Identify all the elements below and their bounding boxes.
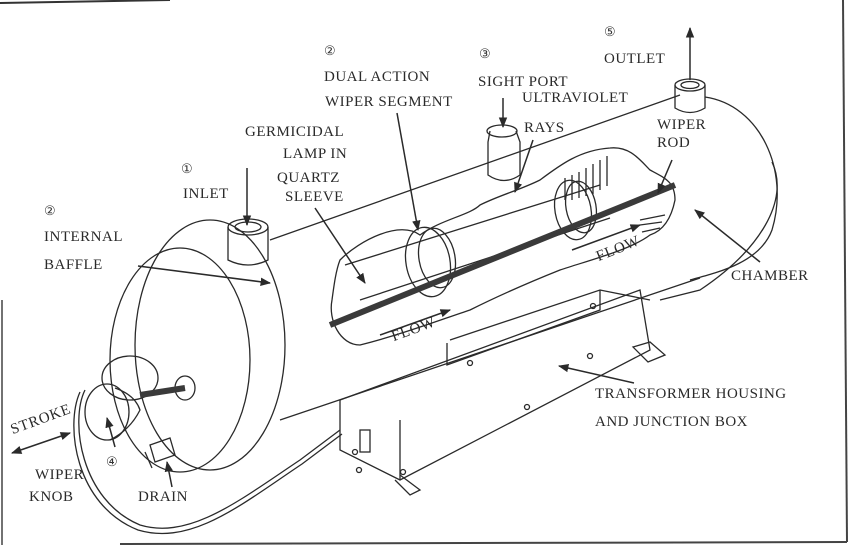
transformer-label-line1: TRANSFORMER HOUSING <box>595 386 787 402</box>
top-border <box>0 0 171 4</box>
power-cord <box>78 389 341 529</box>
quartz-sleeve <box>344 184 611 301</box>
wiper-knob <box>84 383 130 441</box>
ultraviolet-rays-label-line2: RAYS <box>524 120 565 136</box>
dual-action-wiper-label-line2: WIPER SEGMENT <box>325 94 453 110</box>
uv-rays-arrow <box>514 139 534 193</box>
mounting-foot-left <box>394 474 422 496</box>
transformer-arrow <box>557 363 635 384</box>
baffle-arrow <box>137 265 272 286</box>
sleeve-arrow <box>314 207 366 284</box>
germicidal-lamp-label-line2: LAMP IN <box>283 146 348 162</box>
flow-arrow-upper <box>571 224 641 251</box>
chamber-label: CHAMBER <box>731 268 809 284</box>
wiper-knob-label-line1: WIPER <box>35 467 85 483</box>
chamber-end-cap <box>689 96 778 281</box>
ultraviolet-rays-label-line1: ULTRAVIOLET <box>522 90 629 106</box>
wiper-segment-1 <box>404 226 452 298</box>
transformer-bracket <box>446 290 601 366</box>
stroke-arrow <box>11 432 71 454</box>
inlet-label: INLET <box>183 186 229 202</box>
germicidal-lamp-label-line1: GERMICIDAL <box>245 124 345 140</box>
outlet-pipe-body <box>674 85 706 114</box>
end-plate-inner <box>109 247 251 473</box>
internal-baffle-label-line2: BAFFLE <box>44 257 103 273</box>
wiper-rod-front <box>139 385 186 398</box>
flow-arrow-lower <box>379 309 451 336</box>
dual-action-wiper-label-line1: DUAL ACTION <box>324 69 431 85</box>
chamber-arrow <box>694 209 761 263</box>
wiper-rod-arrow <box>657 159 673 194</box>
end-plate-outer <box>134 219 286 471</box>
drain-fitting <box>144 437 176 469</box>
chamber-top-edge <box>269 94 681 241</box>
cutaway-ribs <box>564 156 666 233</box>
internal-baffle-label-line1: INTERNAL <box>44 229 123 245</box>
wiper-knob-label-line2: KNOB <box>29 489 74 505</box>
transformer-housing <box>339 289 651 481</box>
drain-arrow <box>164 460 173 488</box>
dual-action-wiper-number: ② <box>324 43 336 58</box>
wiper-rod-label-line2: ROD <box>657 135 691 151</box>
germicidal-lamp-label-line4: SLEEVE <box>285 189 344 205</box>
wiper-segment-arrow <box>396 112 421 232</box>
wiper-segment-2 <box>553 179 593 241</box>
outlet-number: ⑤ <box>604 24 616 39</box>
chamber-end-cap-outer <box>659 161 778 301</box>
inlet-pipe-body <box>227 227 269 266</box>
inlet-number: ① <box>181 161 193 176</box>
outlet-pipe-top <box>674 78 706 92</box>
outlet-label: OUTLET <box>604 51 666 67</box>
cutaway-window <box>330 147 676 346</box>
germicidal-lamp-label-line3: QUARTZ <box>277 170 340 186</box>
wiper-rod <box>328 182 677 328</box>
bottom-border <box>119 541 848 545</box>
right-border <box>842 0 848 543</box>
sight-port-top <box>486 124 518 138</box>
internal-baffle-number: ② <box>44 203 56 218</box>
sight-port-number: ③ <box>479 46 491 61</box>
junction-switch <box>359 429 371 453</box>
wiper-knob-number: ④ <box>106 454 118 469</box>
transformer-label-line2: AND JUNCTION BOX <box>595 414 748 430</box>
wiper-knob-arrow <box>105 416 116 448</box>
wiper-rod-label-line1: WIPER <box>657 117 707 133</box>
sight-port-label: SIGHT PORT <box>478 74 569 90</box>
wiper-motor <box>101 355 159 401</box>
mounting-foot-right <box>631 341 667 363</box>
drain-label: DRAIN <box>138 489 188 505</box>
